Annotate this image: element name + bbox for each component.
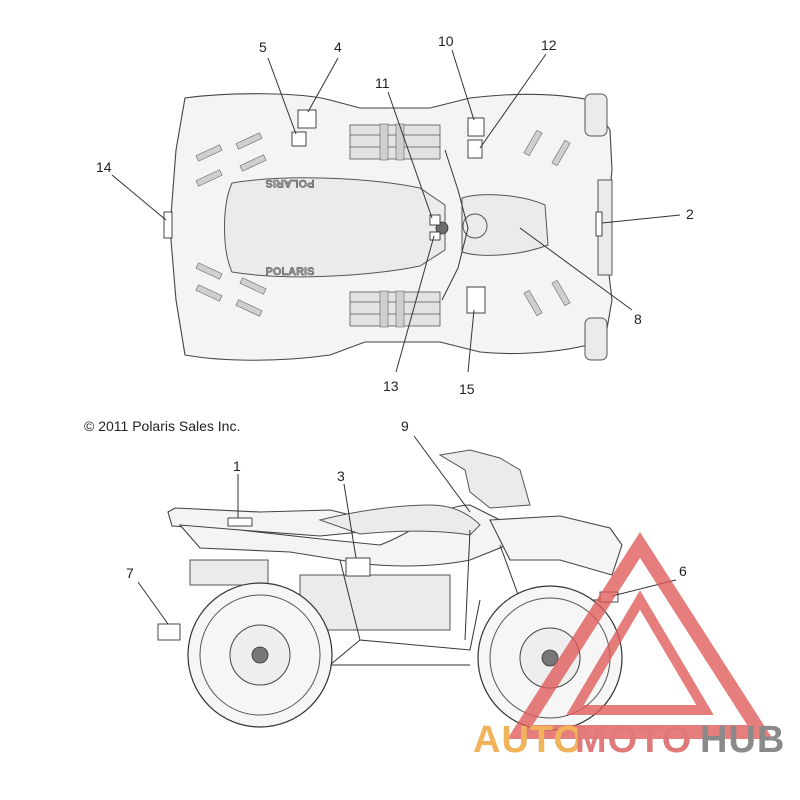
decal-10 bbox=[467, 117, 485, 137]
rear-box bbox=[189, 559, 269, 586]
callout-13: 13 bbox=[383, 378, 399, 394]
callout-9: 9 bbox=[401, 418, 409, 434]
callout-3: 3 bbox=[337, 468, 345, 484]
footrest-upper bbox=[349, 123, 441, 161]
engine-block bbox=[299, 574, 451, 631]
watermark-logo bbox=[507, 532, 773, 739]
gas-cap bbox=[462, 213, 488, 239]
seat-side bbox=[318, 504, 481, 536]
decal-3 bbox=[345, 557, 371, 577]
seat-top bbox=[224, 177, 446, 278]
watermark-hub: HUB bbox=[700, 719, 785, 761]
callout-7: 7 bbox=[126, 565, 134, 581]
callout-2: 2 bbox=[686, 206, 694, 222]
front-tire-top bbox=[584, 93, 608, 137]
front-body-side bbox=[489, 515, 623, 576]
watermark-triangle-outer bbox=[507, 532, 773, 739]
frame-line-1 bbox=[339, 559, 481, 651]
copyright-text: © 2011 Polaris Sales Inc. bbox=[84, 418, 240, 434]
callout-15: 15 bbox=[459, 381, 475, 397]
decal-5 bbox=[291, 131, 307, 147]
footrest-lower bbox=[349, 290, 441, 328]
decal-15 bbox=[466, 286, 486, 314]
decal-2 bbox=[595, 211, 603, 237]
decal-1 bbox=[227, 517, 253, 527]
callout-8: 8 bbox=[634, 311, 642, 327]
decal-13 bbox=[429, 231, 441, 241]
frame-line-2 bbox=[464, 529, 471, 641]
handlebar-side bbox=[438, 449, 531, 509]
handlebar-top bbox=[441, 149, 469, 301]
decal-12 bbox=[467, 139, 483, 159]
top-leader-lines bbox=[111, 49, 681, 373]
rear-wheel bbox=[187, 582, 333, 728]
watermark-text: AUTO MOTO HUB bbox=[473, 719, 785, 761]
atv-top-view: POLARIS POLARIS bbox=[163, 93, 613, 361]
front-hood bbox=[461, 194, 549, 256]
callout-6: 6 bbox=[679, 563, 687, 579]
front-tire-bottom bbox=[584, 317, 608, 361]
callout-4: 4 bbox=[334, 39, 342, 55]
decal-4 bbox=[297, 109, 317, 129]
watermark-auto: AUTO bbox=[473, 719, 584, 761]
callout-11: 11 bbox=[375, 75, 390, 91]
callout-1: 1 bbox=[233, 458, 241, 474]
decal-7 bbox=[157, 623, 181, 641]
brand-seat-top: POLARIS bbox=[266, 177, 315, 189]
callout-5: 5 bbox=[259, 39, 267, 55]
callout-10: 10 bbox=[438, 33, 454, 49]
callout-14: 14 bbox=[96, 159, 112, 175]
callout-12: 12 bbox=[541, 37, 557, 53]
brand-seat-bottom: POLARIS bbox=[266, 266, 315, 278]
decal-14 bbox=[163, 211, 173, 239]
watermark-moto: MOTO bbox=[575, 719, 692, 761]
decal-11 bbox=[429, 214, 441, 226]
watermark-triangle-inner bbox=[566, 590, 714, 715]
rear-fender-slots bbox=[195, 132, 267, 317]
front-fender-slots bbox=[523, 129, 571, 317]
